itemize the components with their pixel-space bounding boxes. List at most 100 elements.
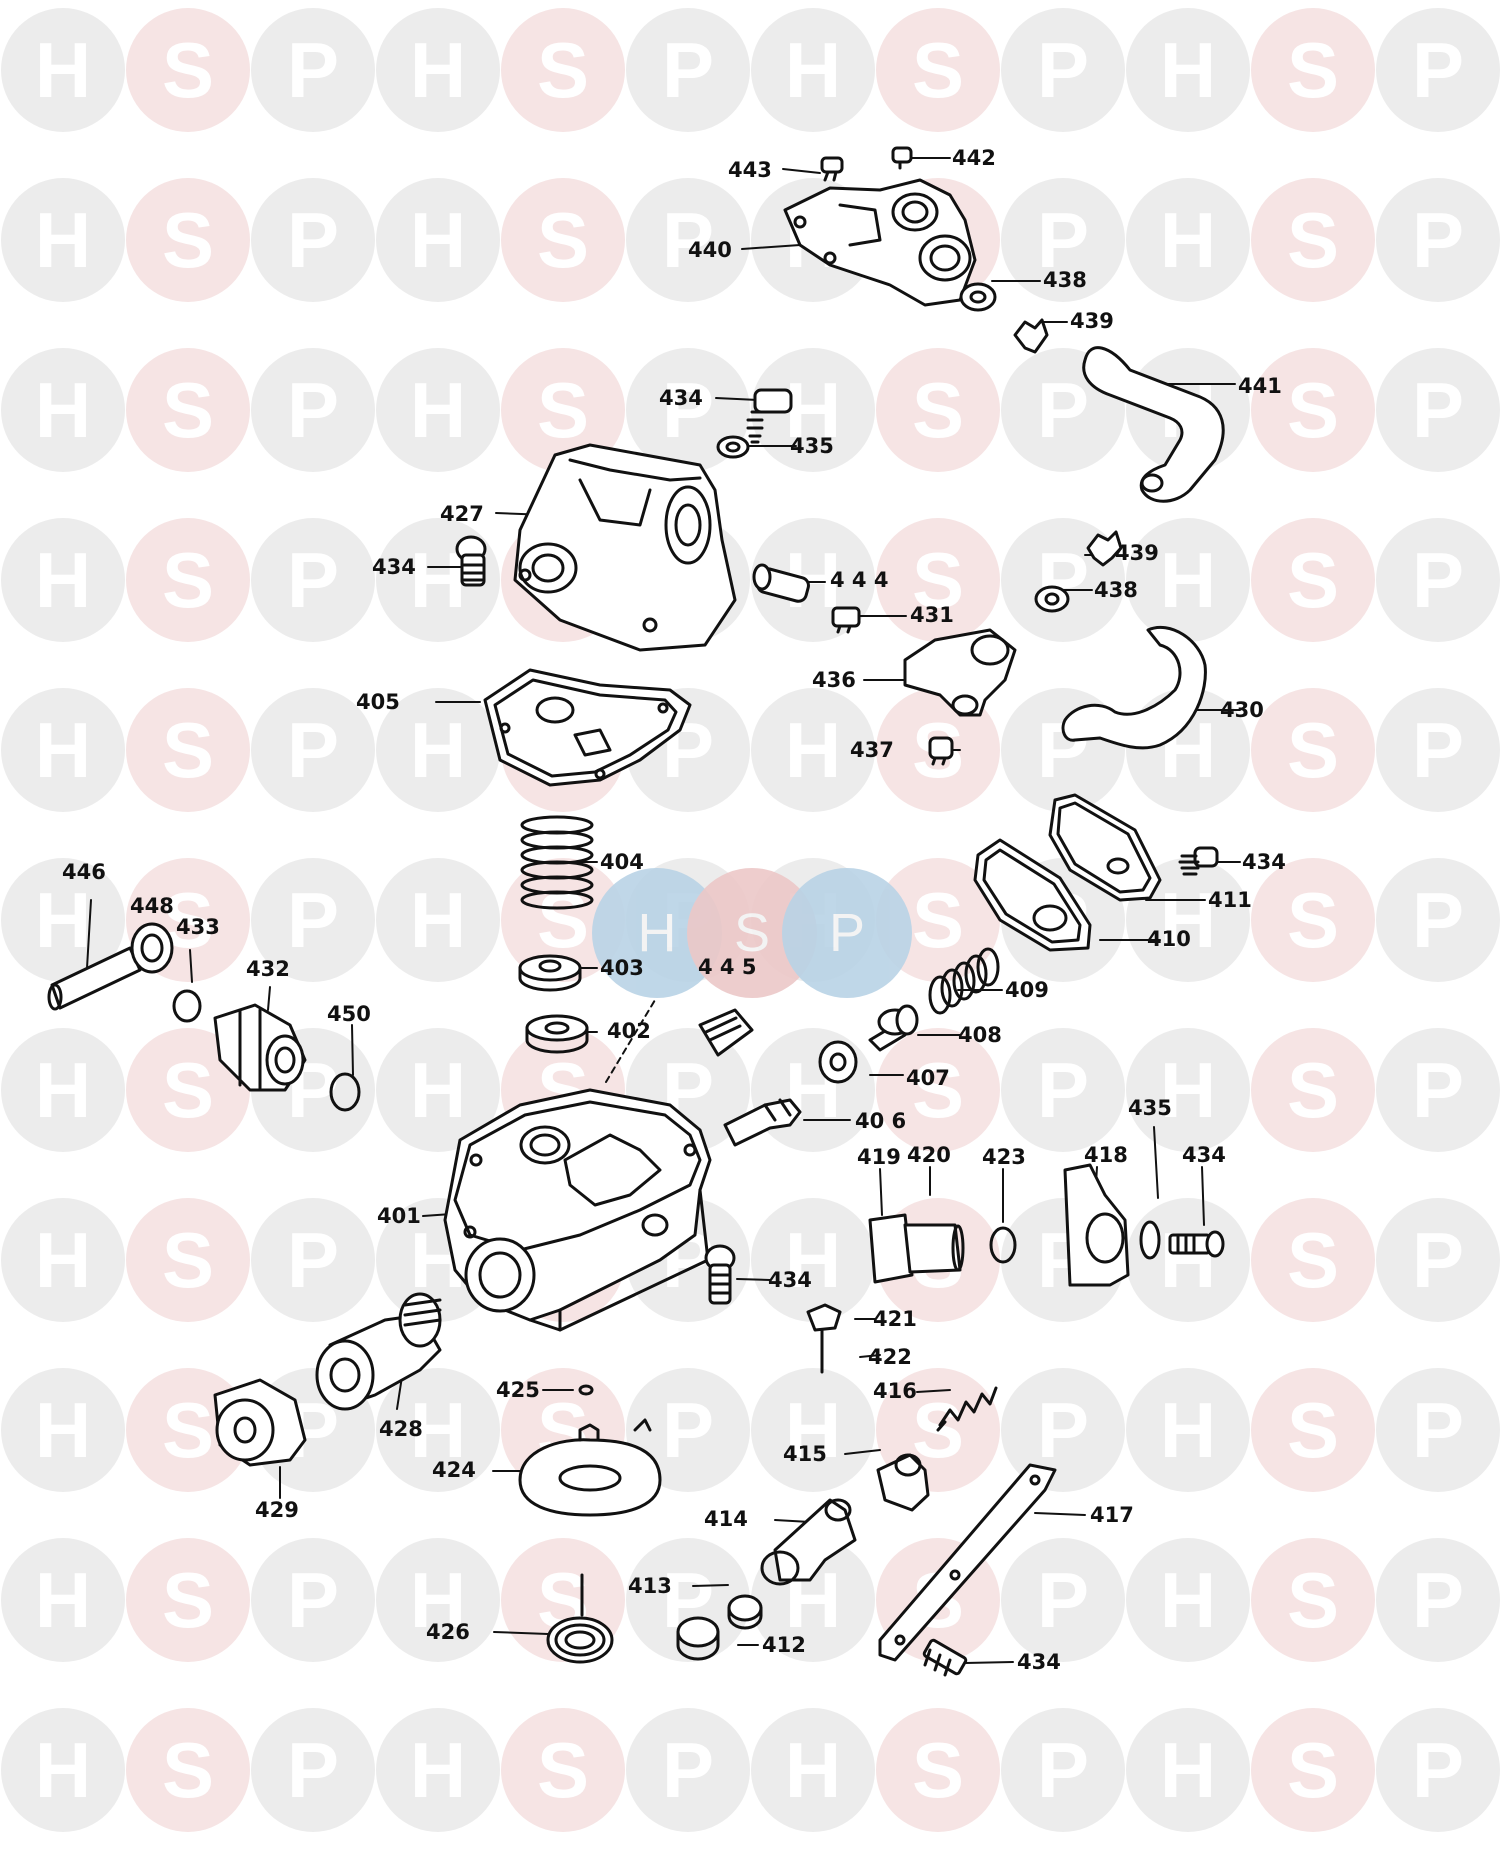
watermark-circle-p: P <box>1376 688 1500 812</box>
part-427-cover <box>513 443 737 652</box>
watermark-circle-p: P <box>1001 348 1125 472</box>
part-433-washer <box>172 989 202 1023</box>
part-label-414: 414 <box>704 1507 748 1531</box>
watermark-circle-h: H <box>376 1708 500 1832</box>
logo-p: P <box>782 868 912 998</box>
watermark-circle-p: P <box>251 178 375 302</box>
part-435-washer-a <box>716 435 750 459</box>
watermark-circle-s: S <box>876 1708 1000 1832</box>
watermark-circle-s: S <box>1251 348 1375 472</box>
part-436-tee <box>903 628 1017 717</box>
part-label-402: 402 <box>607 1019 651 1043</box>
part-label-416: 416 <box>873 1379 917 1403</box>
watermark-circle-h: H <box>751 1198 875 1322</box>
watermark-circle-s: S <box>876 8 1000 132</box>
part-label-450: 450 <box>327 1002 371 1026</box>
part-419-420-valve <box>868 1213 965 1284</box>
part-label-426: 426 <box>426 1620 470 1644</box>
part-418-housing <box>1063 1163 1130 1287</box>
watermark-circle-h: H <box>376 348 500 472</box>
part-407-washer <box>818 1040 858 1084</box>
watermark-circle-s: S <box>876 1028 1000 1152</box>
part-401-body <box>443 1088 712 1332</box>
watermark-circle-s: S <box>1251 858 1375 982</box>
part-403-cap <box>518 954 582 992</box>
watermark-circle-s: S <box>126 688 250 812</box>
hsp-center-logo: H S P <box>592 868 912 998</box>
part-label-445: 4 4 5 <box>698 955 757 979</box>
part-label-433: 433 <box>176 915 220 939</box>
part-label-441: 441 <box>1238 374 1282 398</box>
part-label-419: 419 <box>857 1145 901 1169</box>
watermark-circle-p: P <box>626 348 750 472</box>
watermark-circle-s: S <box>1251 1028 1375 1152</box>
watermark-circle-s: S <box>876 518 1000 642</box>
part-label-415: 415 <box>783 1442 827 1466</box>
part-431-screw <box>831 606 861 634</box>
watermark-circle-h: H <box>376 858 500 982</box>
watermark-circle-h: H <box>376 178 500 302</box>
part-439-clip-top <box>1013 318 1049 354</box>
watermark-circle-h: H <box>1126 1708 1250 1832</box>
watermark-circle-s: S <box>126 1538 250 1662</box>
part-423-ring <box>989 1226 1017 1264</box>
watermark-circle-s: S <box>1251 518 1375 642</box>
watermark-circle-h: H <box>1126 1538 1250 1662</box>
watermark-circle-h: H <box>1126 1198 1250 1322</box>
watermark-circle-h: H <box>1 1708 125 1832</box>
watermark-circle-s: S <box>501 178 625 302</box>
watermark-circle-p: P <box>1001 1538 1125 1662</box>
watermark-circle-p: P <box>251 348 375 472</box>
part-label-425: 425 <box>496 1378 540 1402</box>
watermark-circle-h: H <box>1126 178 1250 302</box>
part-label-420: 420 <box>907 1143 951 1167</box>
part-440-manifold <box>783 178 977 307</box>
part-label-413: 413 <box>628 1574 672 1598</box>
watermark-circle-s: S <box>1251 178 1375 302</box>
watermark-circle-s: S <box>126 1198 250 1322</box>
part-label-437: 437 <box>850 738 894 762</box>
part-439-clip-mid <box>1086 530 1123 567</box>
part-label-435-b: 435 <box>1128 1096 1172 1120</box>
watermark-circle-s: S <box>501 8 625 132</box>
part-label-418: 418 <box>1084 1143 1128 1167</box>
part-label-430: 430 <box>1220 698 1264 722</box>
watermark-circle-h: H <box>1 8 125 132</box>
watermark-circle-p: P <box>626 8 750 132</box>
watermark-circle-p: P <box>1001 518 1125 642</box>
part-448-banjo <box>130 922 174 974</box>
part-438-washer-mid <box>1034 585 1070 613</box>
part-435-washer-b <box>1139 1220 1161 1260</box>
watermark-circle-h: H <box>1126 518 1250 642</box>
part-label-404: 404 <box>600 850 644 874</box>
part-424-diaphragm <box>518 1418 662 1517</box>
watermark-circle-h: H <box>1 518 125 642</box>
part-415-fitting <box>876 1453 930 1512</box>
part-label-401: 401 <box>377 1204 421 1228</box>
part-label-439-mid: 439 <box>1115 541 1159 565</box>
watermark-circle-s: S <box>126 518 250 642</box>
part-408-valve <box>868 1004 919 1052</box>
watermark-circle-h: H <box>751 688 875 812</box>
watermark-circle-p: P <box>1376 8 1500 132</box>
part-434-screw-e <box>704 1244 736 1305</box>
watermark-circle-p: P <box>1376 178 1500 302</box>
part-411-plate <box>1048 793 1162 902</box>
part-label-444: 4 4 4 <box>830 568 889 592</box>
part-label-424: 424 <box>432 1458 476 1482</box>
part-405-gasket <box>483 668 692 787</box>
part-label-408: 408 <box>958 1023 1002 1047</box>
watermark-circle-h: H <box>1 1028 125 1152</box>
part-421-cap <box>806 1303 842 1332</box>
watermark-circle-h: H <box>376 1538 500 1662</box>
part-label-406: 40 6 <box>855 1109 907 1133</box>
part-label-423: 423 <box>982 1145 1026 1169</box>
part-label-412: 412 <box>762 1633 806 1657</box>
watermark-circle-h: H <box>1126 1368 1250 1492</box>
part-434-screw-c <box>1178 846 1219 876</box>
part-label-438-mid: 438 <box>1094 578 1138 602</box>
watermark-circle-p: P <box>1001 1708 1125 1832</box>
watermark-circle-p: P <box>251 1708 375 1832</box>
